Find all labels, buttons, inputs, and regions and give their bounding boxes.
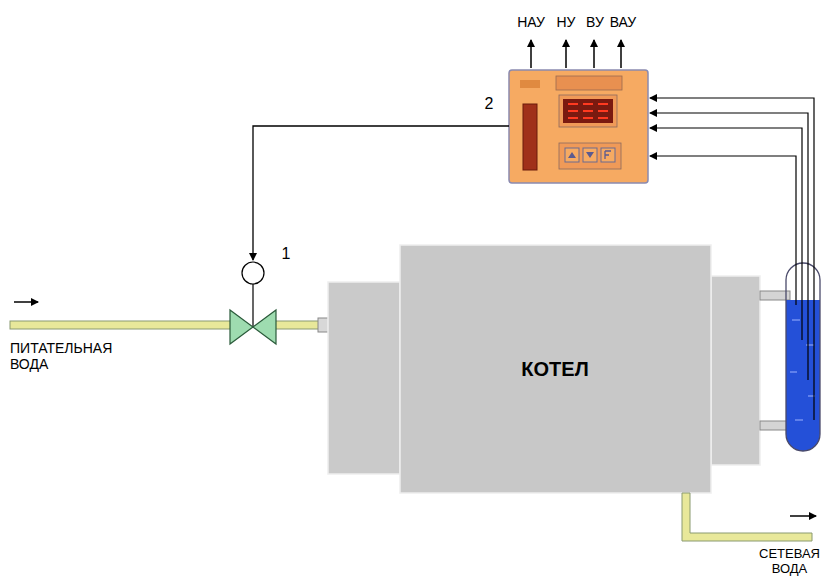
signal-name: НАУ <box>517 14 545 30</box>
boiler-box: КОТЕЛ <box>495 349 615 389</box>
level-probes <box>650 98 814 420</box>
output-arrows <box>531 40 621 68</box>
level-gauge <box>760 263 820 451</box>
flow-label: ПИТАТЕЛЬНАЯ ВОДА <box>10 340 112 372</box>
control-valve <box>230 262 276 344</box>
signal-name: ВАУ <box>610 14 637 30</box>
controller-device <box>509 70 648 183</box>
callout-number: 1 <box>282 246 291 262</box>
callout-number: 2 <box>485 96 494 112</box>
flow-label: СЕТЕВАЯ ВОДА <box>759 546 820 576</box>
signal-name: ВУ <box>586 14 604 30</box>
boiler-label: КОТЕЛ <box>521 358 588 381</box>
control-wire <box>253 126 509 260</box>
network-pipe <box>682 493 816 541</box>
feed-pipe <box>10 302 330 332</box>
boiler-body <box>328 245 760 493</box>
signal-name: НУ <box>556 14 575 30</box>
